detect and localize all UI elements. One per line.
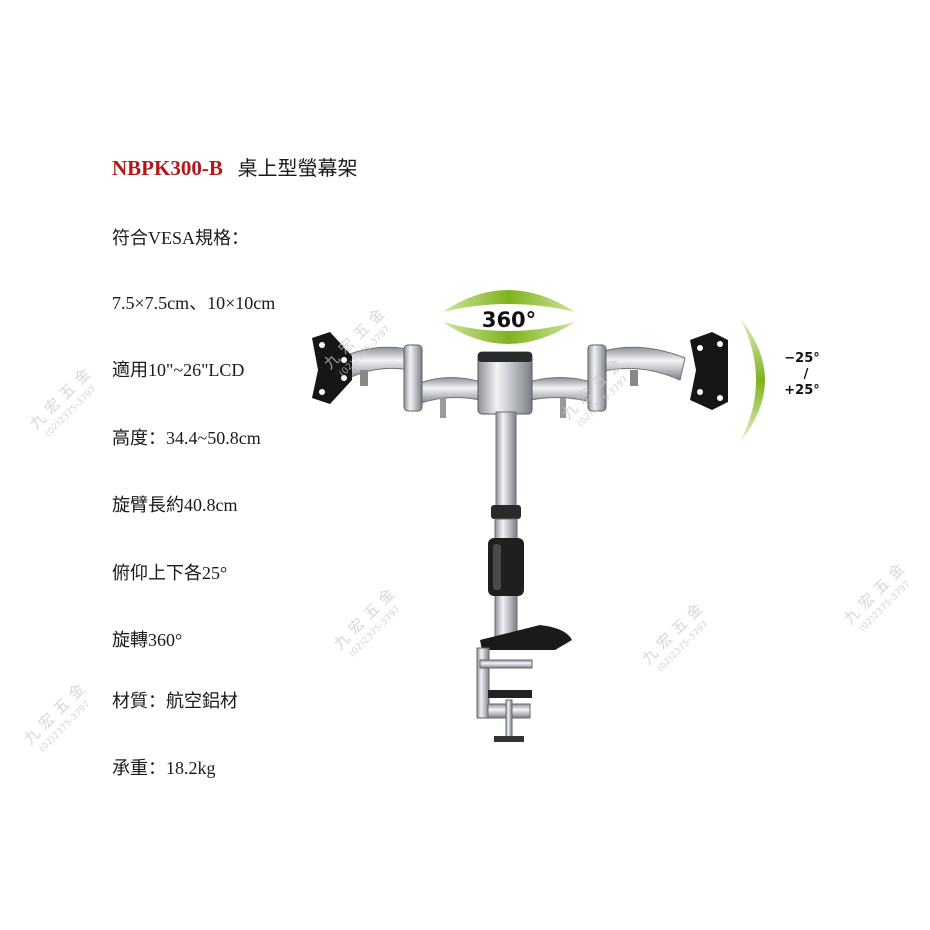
pole (488, 411, 524, 640)
watermark-2: 九宏五金 (02)2375-3797 (26, 361, 99, 439)
spec-tilt: 俯仰上下各25° (112, 563, 228, 583)
right-arm (519, 344, 686, 418)
watermark-6: 九宏五金 (02)2375-3797 (840, 556, 913, 634)
spec-vesa-heading: 符合VESA規格： (112, 228, 250, 248)
product-model: NBPK300-B (112, 156, 223, 180)
rotation-arc-top (443, 290, 575, 312)
watermark-7: 九宏五金 (02)2375-3797 (20, 676, 93, 754)
spec-material: 材質：航空鋁材 (112, 691, 238, 711)
spec-height: 高度：34.4~50.8cm (112, 428, 261, 448)
spec-vesa-sizes: 7.5×7.5cm、10×10cm (112, 293, 276, 313)
rotation-label: 360° (482, 308, 536, 332)
left-arm (339, 344, 491, 418)
tilt-up-label: −25° (784, 351, 819, 366)
spec-screen-size: 適用10"~26"LCD (112, 360, 245, 380)
tilt-separator: / (804, 367, 809, 382)
watermark-4: 九宏五金 (02)2375-3797 (330, 581, 403, 659)
product-title: NBPK300-B 桌上型螢幕架 (112, 152, 358, 181)
spec-rotation: 旋轉360° (112, 630, 183, 650)
center-hub (477, 351, 533, 415)
spec-arm-length: 旋臂長約40.8cm (112, 495, 238, 515)
spec-load: 承重：18.2kg (112, 758, 216, 778)
left-vesa-plate (312, 332, 352, 404)
tilt-indicator: −25° / +25° (740, 318, 820, 442)
rotation-arc-bottom (443, 322, 575, 344)
right-vesa-plate (690, 332, 728, 410)
product-name: 桌上型螢幕架 (237, 156, 358, 180)
desk-clamp (476, 625, 572, 742)
rotation-badge: 360° (443, 290, 575, 344)
watermarks: 九宏五金 (02)2375-3797 九宏五金 (02)2375-3797 九宏… (20, 301, 913, 754)
tilt-arc (740, 318, 765, 442)
tilt-down-label: +25° (784, 383, 819, 398)
watermark-5: 九宏五金 (02)2375-3797 (638, 596, 711, 674)
